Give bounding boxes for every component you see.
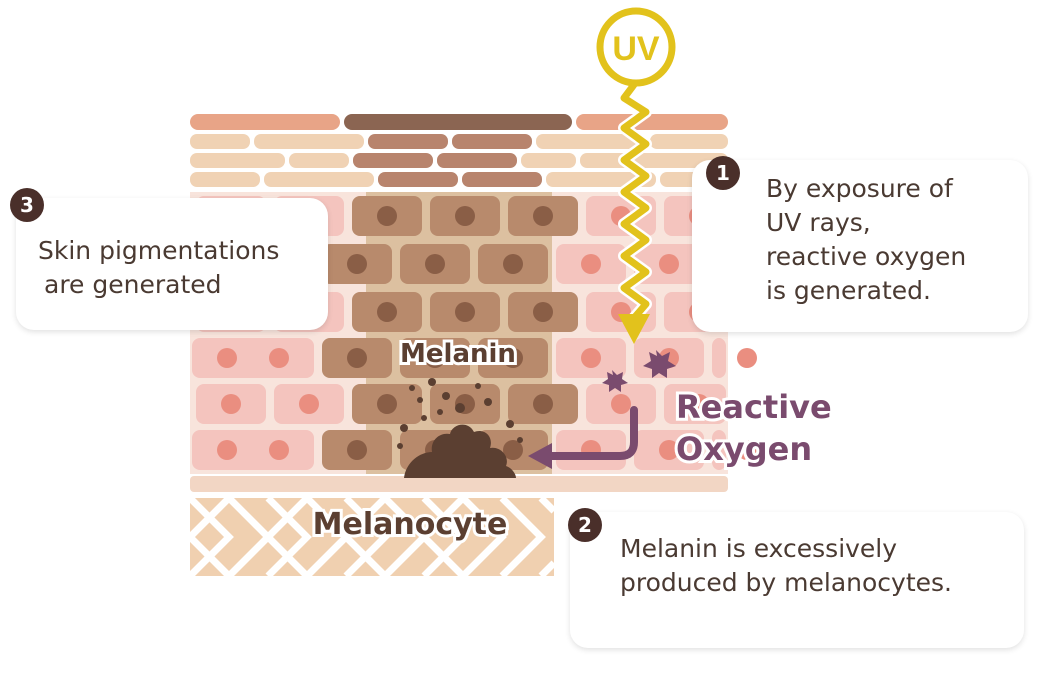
- cell-nucleus: [503, 440, 523, 460]
- stratum-corneum: [190, 114, 728, 187]
- step-2-badge: 2: [568, 508, 602, 542]
- step-1-text-line3: reactive oxygen: [766, 242, 967, 271]
- step-2-callout: Melanin is excessively produced by melan…: [570, 512, 1024, 648]
- cell-nucleus: [689, 394, 709, 414]
- step-3-text-line1: Skin pigmentations: [38, 236, 280, 265]
- cell-nucleus: [425, 348, 445, 368]
- skin-cell: [712, 338, 726, 378]
- cell-nucleus: [217, 348, 237, 368]
- step-3-callout: Skin pigmentations are generated: [16, 198, 328, 330]
- cell-nucleus: [347, 440, 367, 460]
- cell-nucleus: [503, 254, 523, 274]
- reactive-oxygen-label-line2: Oxygen: [676, 430, 812, 468]
- skin-cell: [712, 430, 726, 470]
- cell-nucleus: [269, 348, 289, 368]
- melanocyte-cell: [397, 415, 523, 478]
- cell-nucleus: [611, 394, 631, 414]
- uv-ray: UV: [596, 7, 676, 344]
- cell-nucleus: [533, 394, 553, 414]
- reactive-oxygen-label-line1: Reactive: [676, 388, 832, 426]
- cell-nucleus: [581, 254, 601, 274]
- basement-membrane: [190, 476, 728, 492]
- uv-label: UV: [612, 30, 660, 68]
- cell-nucleus: [455, 302, 475, 322]
- step-1-text-line2: UV rays,: [766, 208, 871, 237]
- step-2-text-line1: Melanin is excessively: [620, 534, 898, 563]
- cell-nucleus: [581, 348, 601, 368]
- cell-nucleus: [659, 254, 679, 274]
- cell-nucleus: [503, 348, 523, 368]
- melanin-label: Melanin: [400, 339, 516, 369]
- dermis-layer: [185, 493, 557, 581]
- step-3-text-line2: are generated: [44, 270, 222, 299]
- cell-nucleus: [347, 348, 367, 368]
- step-2-text-line2: produced by melanocytes.: [620, 568, 952, 597]
- reactive-oxygen-arrow: [528, 406, 638, 469]
- step-1-text-line1: By exposure of: [766, 174, 953, 203]
- cell-nucleus: [347, 254, 367, 274]
- reactive-oxygen-particles: [602, 350, 676, 392]
- step-1-badge: 1: [706, 156, 740, 190]
- step-3-badge: 3: [10, 188, 44, 222]
- cell-nucleus: [533, 206, 553, 226]
- melanocyte-label: Melanocyte: [313, 507, 508, 542]
- cell-nucleus: [737, 348, 757, 368]
- cell-nucleus: [217, 440, 237, 460]
- cell-nucleus: [533, 302, 553, 322]
- cell-nucleus: [659, 440, 679, 460]
- uv-circle: [596, 7, 676, 87]
- cell-nucleus: [299, 394, 319, 414]
- cell-nucleus: [377, 206, 397, 226]
- cell-nucleus: [425, 254, 445, 274]
- cell-nucleus: [455, 206, 475, 226]
- cell-nucleus: [377, 302, 397, 322]
- cell-nucleus: [377, 394, 397, 414]
- cell-nucleus: [269, 440, 289, 460]
- cell-nucleus: [221, 394, 241, 414]
- step-1-callout: By exposure of UV rays, reactive oxygen …: [692, 160, 1028, 332]
- step-1-text-line4: is generated.: [766, 276, 931, 305]
- melanin-granules: [409, 378, 492, 415]
- cell-nucleus: [737, 440, 757, 460]
